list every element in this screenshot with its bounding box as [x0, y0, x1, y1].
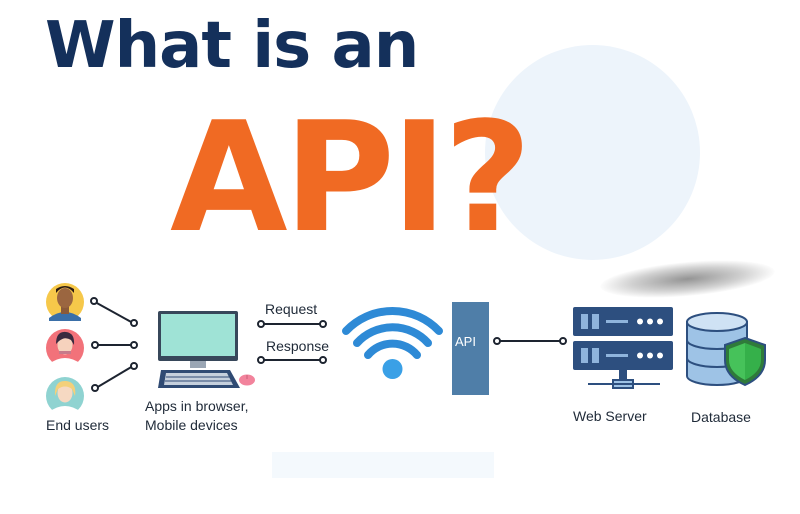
response-label: Response [266, 338, 330, 354]
user-avatar-icon-3 [46, 377, 84, 415]
server-icon [573, 307, 673, 389]
database-label: Database [691, 409, 751, 425]
end-users-label: End users [46, 417, 110, 433]
apps-label-line1: Apps in browser, [145, 398, 249, 414]
shield-icon [724, 336, 766, 387]
title-what-is-an: What is an [45, 9, 419, 83]
api-label: API [455, 334, 476, 349]
mouse-icon [239, 374, 255, 386]
wifi-icon [342, 306, 443, 379]
request-response-connectors [257, 320, 327, 364]
request-label: Request [265, 301, 318, 317]
web-server-label: Web Server [573, 408, 647, 424]
footer-band [272, 452, 494, 478]
background-circle [485, 45, 700, 260]
api-server-connector [493, 337, 567, 345]
user-avatar-icon-2 [46, 329, 84, 367]
keyboard-icon [158, 370, 240, 388]
api-box [452, 302, 489, 395]
user-avatar-icon-1 [46, 283, 84, 321]
computer-icon [158, 311, 238, 368]
apps-label-line2: Mobile devices [145, 417, 238, 433]
title-api: API? [170, 89, 532, 266]
user-connectors [90, 297, 138, 392]
